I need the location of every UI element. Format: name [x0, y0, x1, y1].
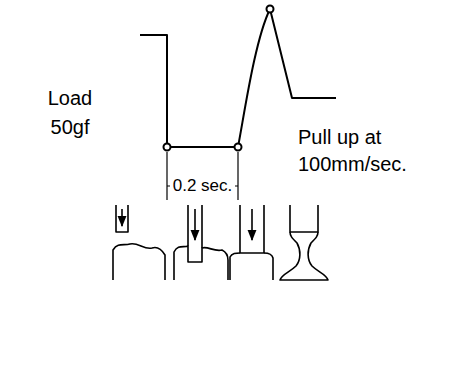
sample-steps — [113, 205, 328, 280]
dimension-label: 0.2 sec. — [170, 175, 235, 197]
time-dimension — [167, 152, 238, 200]
axis-label: Load 50gf — [38, 84, 102, 142]
speed-note: Pull up at 100mm/sec. — [298, 124, 423, 178]
